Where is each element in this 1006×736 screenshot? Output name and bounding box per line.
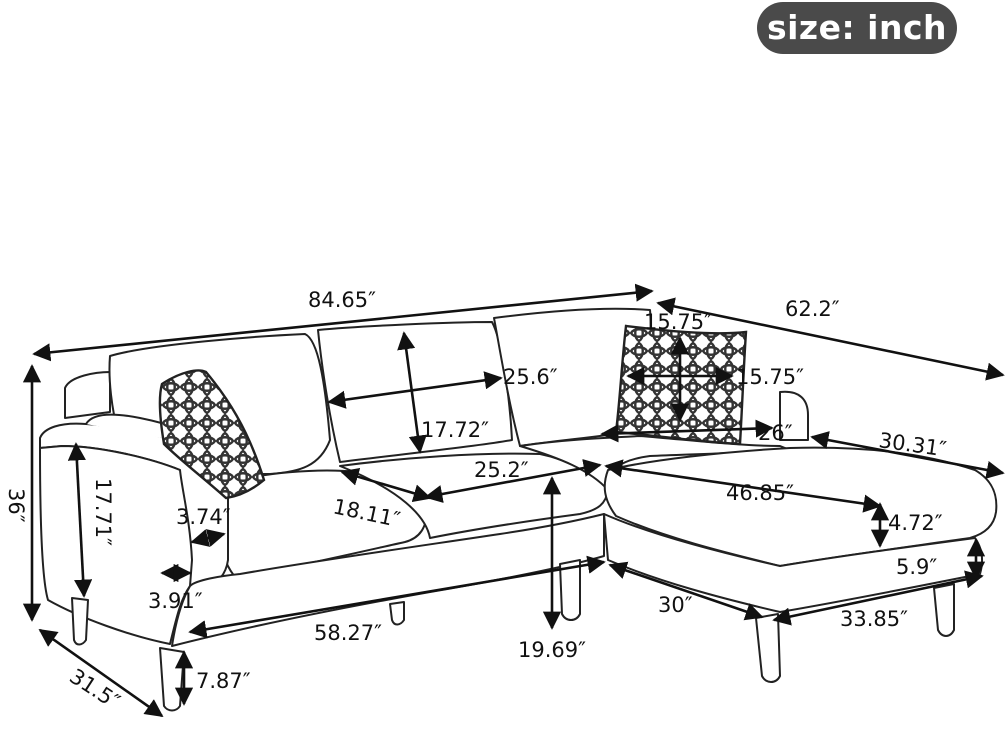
label-arm-width-bottom: 3.91″ [148,589,203,613]
label-seat-height: 19.69″ [518,638,586,662]
left-arm-front [39,445,193,645]
arrow-overall-depth [656,297,1005,381]
label-chaise-back-width: 26″ [758,421,793,445]
arrow-overall-width [32,283,654,362]
arrow-chaise-length [604,459,882,513]
arrow-seat-width [424,459,602,503]
label-arm-width-top: 3.74″ [176,505,231,529]
label-arm-height: 17.71″ [91,478,115,546]
label-back-height: 25.6″ [503,365,558,389]
leg-back-left [71,597,89,646]
label-base-thickness: 5.9″ [896,555,937,579]
arrow-back-width [327,371,503,409]
arrow-chaise-width [608,561,764,621]
leg-middle [389,601,405,626]
label-pillow-height: 15.75″ [736,365,804,389]
arrow-chaise-front [772,570,984,626]
leg-chaise-right [933,583,955,637]
label-chaise-length: 46.85″ [726,481,794,505]
size-unit-badge: size: inch [757,2,957,54]
arrow-chaise-right [810,431,1005,479]
label-overall-depth: 62.2″ [785,297,840,321]
arrow-arm-width-top [190,529,226,547]
leg-front-left [159,647,185,712]
label-chaise-depth: 31.5″ [65,664,124,714]
label-overall-height: 36″ [4,488,28,523]
dimension-arrows [22,283,1005,718]
arrow-seat-depth [340,467,432,503]
throw-pillow-left [158,369,266,500]
label-back-cushion-height: 17.72″ [421,418,489,442]
label-pillow-width: 15.75″ [644,310,712,334]
dimension-labels: 84.65″ 62.2″ 36″ 31.5″ 25.6″ 17.72″ 15.7… [4,288,948,714]
label-sofa-length: 58.27″ [314,621,382,645]
label-overall-width: 84.65″ [308,288,376,312]
label-leg-height: 7.87″ [196,669,251,693]
arrow-arm-height [67,442,93,598]
label-chaise-front-length: 33.85″ [840,607,908,631]
leg-chaise-front [755,613,781,683]
label-cushion-thickness: 4.72″ [888,511,943,535]
arrow-chaise-depth [38,628,164,718]
label-chaise-width: 30″ [658,593,693,617]
label-seat-width: 25.2″ [474,458,529,482]
arrow-chaise-back [600,419,774,443]
arrow-sofa-length [188,555,606,639]
